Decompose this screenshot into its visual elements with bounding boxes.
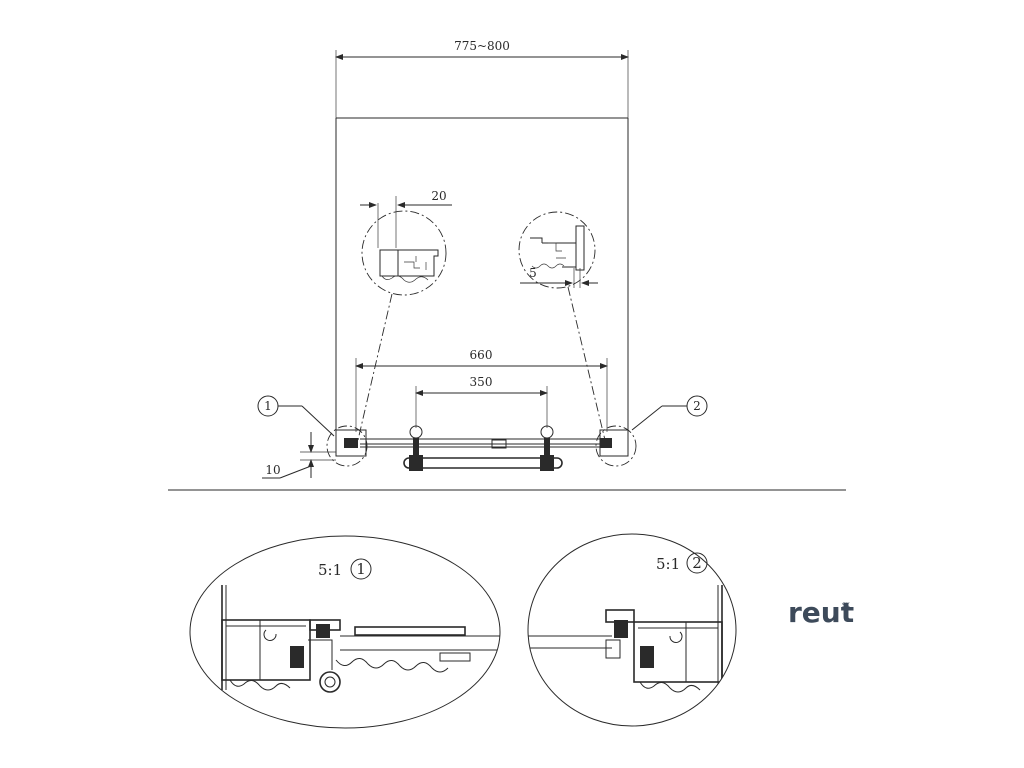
brand-logo: reut SK (788, 596, 854, 629)
brand-logo-superscript: SK (842, 602, 851, 609)
callout-2: 2 (631, 395, 708, 431)
detail-bubble-1: 20 (360, 189, 452, 296)
handle-span-label: 660 (470, 348, 493, 362)
callout-2-label: 2 (693, 399, 701, 413)
detail2-offset-label: 5 (529, 266, 537, 280)
enclosure-outline (335, 117, 629, 432)
detail1-callout-label: 1 (356, 560, 366, 578)
detail1-offset-label: 20 (431, 189, 446, 203)
floor-height-label: 10 (265, 463, 280, 477)
floor-height-dimension: 10 (262, 432, 336, 479)
brand-logo-text: reut (788, 596, 854, 629)
detail-view-1: 5:1 1 (189, 535, 501, 729)
detail2-callout-label: 2 (692, 554, 702, 572)
detail1-scale-label: 5:1 (318, 561, 342, 579)
overall-width-dimension: 775~800 (335, 39, 629, 118)
callout-1-label: 1 (264, 399, 272, 413)
door-plan-view (335, 425, 629, 471)
center-span-dimension: 350 (415, 375, 548, 428)
handle-span-dimension: 660 (355, 348, 608, 432)
detail-view-2: 5:1 2 (527, 533, 737, 727)
callout-1: 1 (257, 395, 335, 437)
detail-bubble-2: 5 (518, 211, 598, 289)
overall-width-label: 775~800 (454, 39, 510, 53)
center-span-label: 350 (470, 375, 493, 389)
detail2-scale-label: 5:1 (656, 555, 680, 573)
